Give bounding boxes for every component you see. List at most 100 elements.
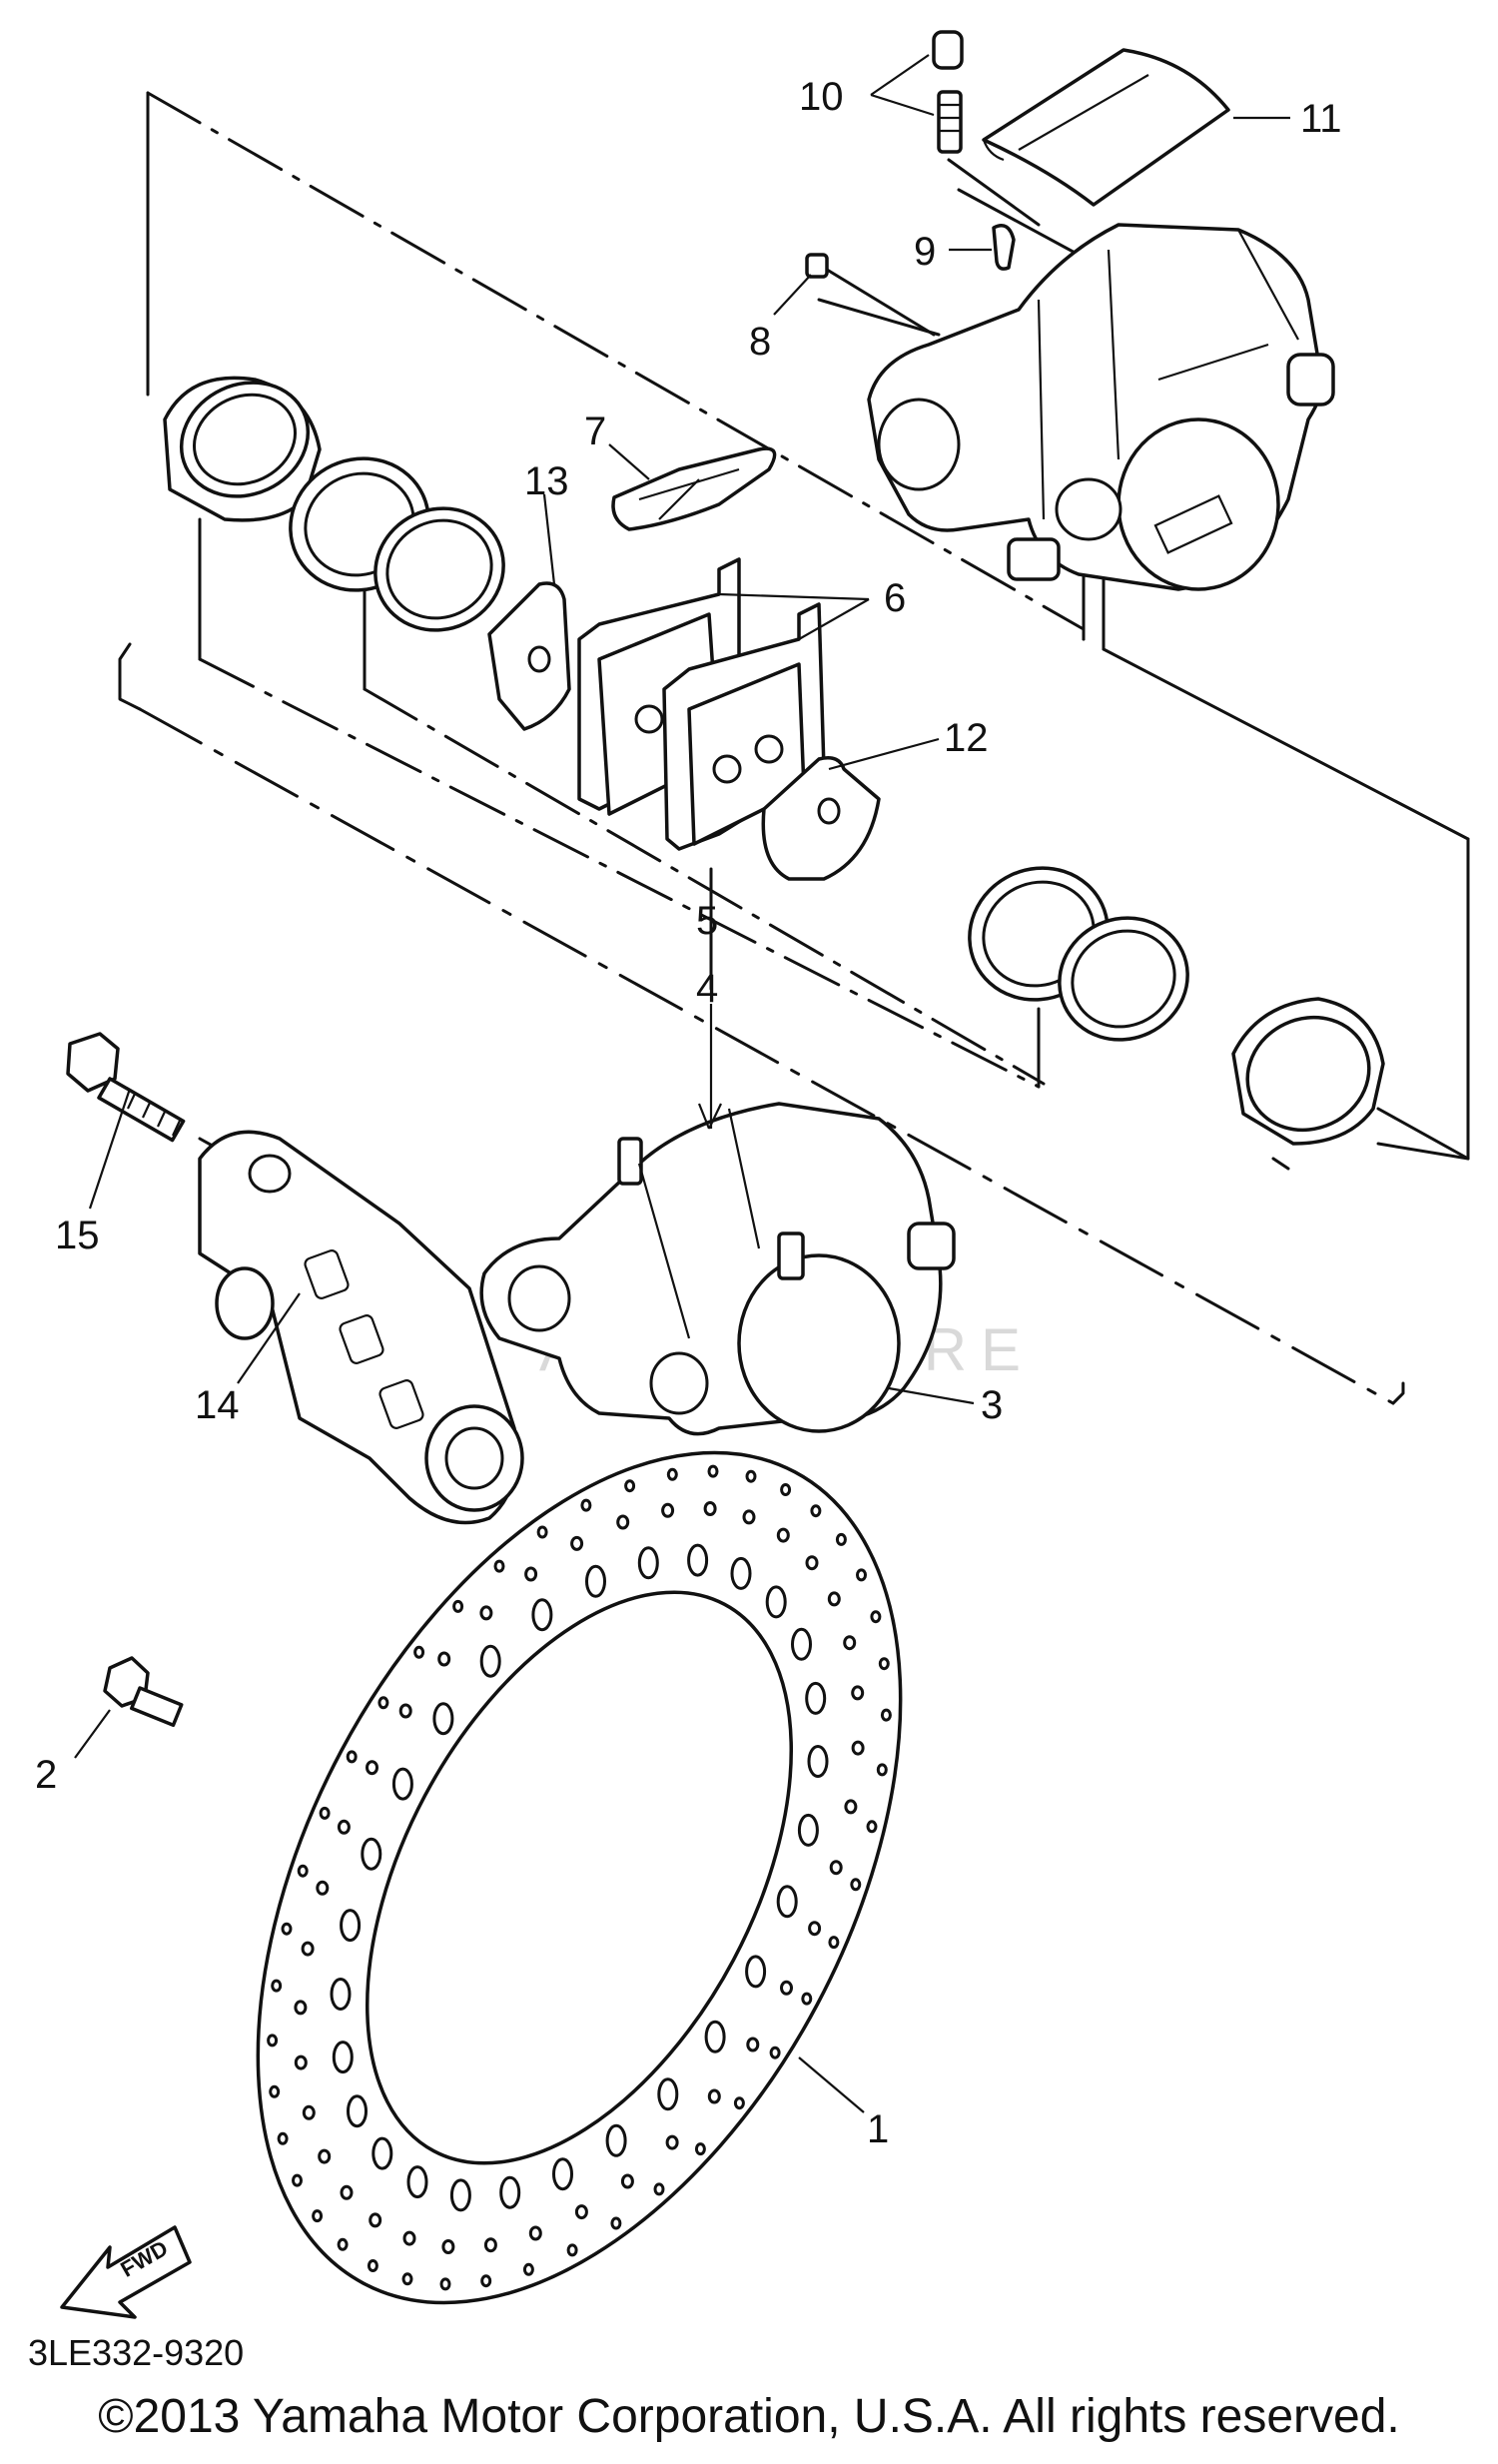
- disc-hole: [742, 1509, 756, 1525]
- disc-hole: [805, 1555, 819, 1571]
- disc-hole: [856, 1568, 867, 1582]
- disc-hole: [624, 1479, 636, 1493]
- disc-hole: [367, 2259, 378, 2272]
- disc-hole: [570, 1535, 584, 1551]
- disc-hole: [580, 1498, 592, 1512]
- disc-hole: [801, 1992, 813, 2006]
- caliper-body-upper: [867, 223, 1335, 591]
- disc-hole: [366, 1760, 378, 1776]
- disc-hole: [851, 1740, 865, 1756]
- disc-hole: [844, 1799, 858, 1815]
- disc-hole: [866, 1820, 878, 1834]
- disc-hole: [745, 1955, 767, 1989]
- piston-seal-lower-b: [1058, 916, 1189, 1042]
- disc-hole: [704, 2020, 726, 2053]
- callout-2: 2: [35, 1753, 57, 1797]
- disc-hole: [616, 1514, 630, 1530]
- disc-hole: [610, 2216, 622, 2230]
- pad-spring-part-7: [611, 446, 777, 531]
- disc-hole: [665, 2134, 679, 2150]
- disc-hole: [730, 1556, 752, 1590]
- piston-upper: [163, 376, 322, 522]
- disc-hole: [880, 1708, 892, 1722]
- disc-hole: [828, 1936, 840, 1950]
- disc-hole: [620, 2173, 634, 2189]
- disc-hole: [413, 1645, 425, 1659]
- disc-hole: [361, 1837, 382, 1871]
- disc-hole: [281, 1922, 293, 1936]
- disc-hole: [406, 2165, 428, 2199]
- piston-seal-upper-b: [374, 506, 505, 632]
- disc-hole: [332, 2041, 354, 2074]
- disc-hole: [493, 1559, 505, 1573]
- disc-hole: [829, 1860, 843, 1876]
- pad-shim-part-13: [487, 581, 571, 731]
- callout-12: 12: [944, 716, 989, 760]
- disc-hole: [769, 2046, 781, 2059]
- disc-hole: [449, 2178, 471, 2212]
- disc-hole: [878, 1657, 890, 1671]
- disc-hole: [479, 1605, 493, 1621]
- disc-hole: [528, 2225, 542, 2241]
- disc-hole: [437, 1651, 451, 1667]
- forward-arrow: FWD: [60, 2225, 192, 2319]
- disc-hole: [707, 1464, 719, 1478]
- disc-hole: [297, 1864, 309, 1878]
- disc-hole: [316, 1880, 330, 1896]
- disc-hole: [432, 1702, 454, 1736]
- disc-hole: [808, 1921, 822, 1937]
- disc-hole: [687, 1543, 709, 1577]
- disc-hole: [805, 1681, 827, 1715]
- disc-hole: [585, 1564, 606, 1598]
- disc-hole: [843, 1635, 857, 1651]
- disc-hole: [480, 2274, 492, 2288]
- disc-hole: [827, 1591, 841, 1607]
- disc-hole: [346, 1750, 358, 1764]
- disc-hole: [780, 1483, 792, 1496]
- disc-hole: [391, 1767, 413, 1801]
- disc-hole: [294, 2000, 308, 2016]
- disc-hole: [369, 2212, 382, 2228]
- disc-hole: [340, 1909, 362, 1943]
- disc-hole: [850, 1878, 862, 1892]
- disc-hole: [318, 2148, 332, 2164]
- disc-hole: [780, 1980, 793, 1996]
- disc-hole: [483, 2237, 497, 2253]
- disc-hole: [372, 2136, 393, 2170]
- disc-hole: [810, 1504, 822, 1518]
- disc-hole: [337, 2237, 349, 2251]
- disc-hole: [441, 2239, 455, 2254]
- callout-3: 3: [981, 1383, 1003, 1427]
- bolt-part-15: [66, 1032, 186, 1143]
- disc-hole: [312, 2209, 324, 2223]
- disc-hole: [574, 2204, 588, 2220]
- disc-hole: [653, 2182, 665, 2196]
- disc-hole: [605, 2123, 627, 2157]
- disc-hole: [746, 2037, 760, 2053]
- disc-hole: [294, 2054, 308, 2070]
- disc-hole: [522, 2262, 534, 2276]
- disc-hole: [835, 1532, 847, 1546]
- disc-hole: [776, 1885, 798, 1919]
- clip-part-9: [992, 224, 1016, 271]
- callout-leaders: [74, 54, 1290, 2113]
- disc-hole: [439, 2277, 451, 2291]
- screw-part-2: [103, 1656, 184, 1728]
- disc-hole: [271, 1979, 283, 1993]
- disc-hole: [398, 1703, 412, 1719]
- disc-hole: [876, 1763, 888, 1777]
- callout-labels: 10 11 9 8 7 13 6 12 5 4 15 14 3 2 1: [35, 75, 1342, 2151]
- callout-15: 15: [55, 1214, 100, 1257]
- disc-hole: [377, 1696, 389, 1710]
- disc-hole: [402, 2230, 416, 2246]
- disc-hole: [776, 1527, 790, 1543]
- callout-6: 6: [884, 576, 906, 620]
- piston-lower: [1231, 997, 1385, 1146]
- pad-pin-part-8: [805, 253, 936, 337]
- disc-hole: [292, 2173, 303, 2187]
- caliper-bracket-part-14: [198, 1130, 524, 1525]
- disc-hole: [319, 1806, 331, 1820]
- disc-hole: [524, 1566, 538, 1582]
- disc-hole: [531, 1598, 553, 1632]
